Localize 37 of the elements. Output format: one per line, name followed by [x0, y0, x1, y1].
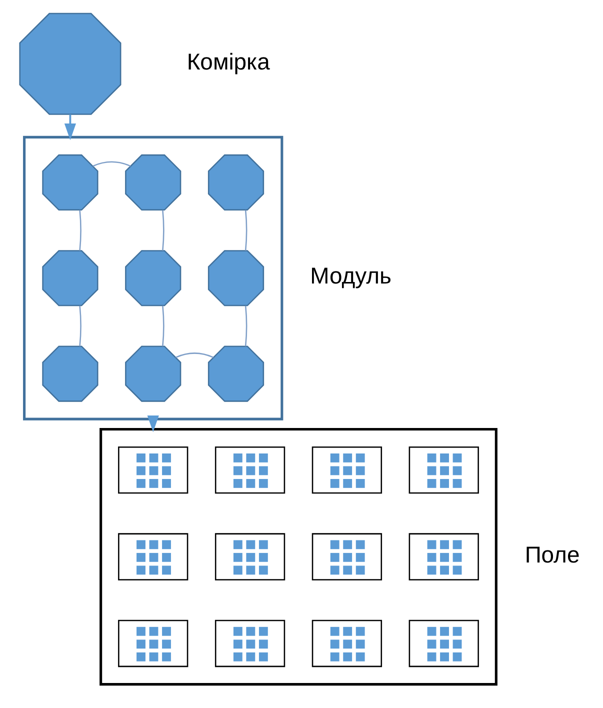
connector	[244, 210, 247, 251]
node-octagon	[18, 12, 121, 115]
node-octagon	[124, 346, 181, 402]
node-box	[408, 446, 478, 494]
connector	[78, 210, 81, 251]
connector	[244, 306, 247, 346]
node-octagon	[42, 154, 98, 211]
connector	[162, 210, 164, 251]
node-box	[311, 446, 382, 494]
arrow	[146, 416, 158, 432]
node-box	[118, 620, 188, 668]
node-octagon	[124, 250, 181, 306]
node-label: Поле	[524, 541, 580, 568]
node-box	[214, 446, 285, 494]
node-octagon	[207, 346, 264, 402]
connector	[78, 306, 81, 346]
node-label: Модуль	[310, 262, 391, 289]
node-octagon	[42, 250, 98, 306]
node-box	[408, 620, 478, 668]
node-box	[118, 446, 188, 494]
connector	[162, 306, 164, 346]
arrow	[64, 114, 76, 140]
node-octagon	[207, 250, 264, 306]
node-box	[214, 620, 285, 668]
node-box	[311, 533, 382, 580]
cluster	[99, 428, 497, 686]
node-box	[118, 533, 188, 580]
node-box	[311, 620, 382, 668]
node-octagon	[42, 346, 98, 402]
cluster	[22, 136, 283, 420]
node-octagon	[124, 154, 181, 211]
node-box	[214, 533, 285, 580]
node-box	[408, 533, 478, 580]
connector	[175, 352, 214, 358]
node-label: Комірка	[186, 48, 270, 74]
node-octagon	[207, 154, 264, 211]
connector	[92, 161, 130, 167]
